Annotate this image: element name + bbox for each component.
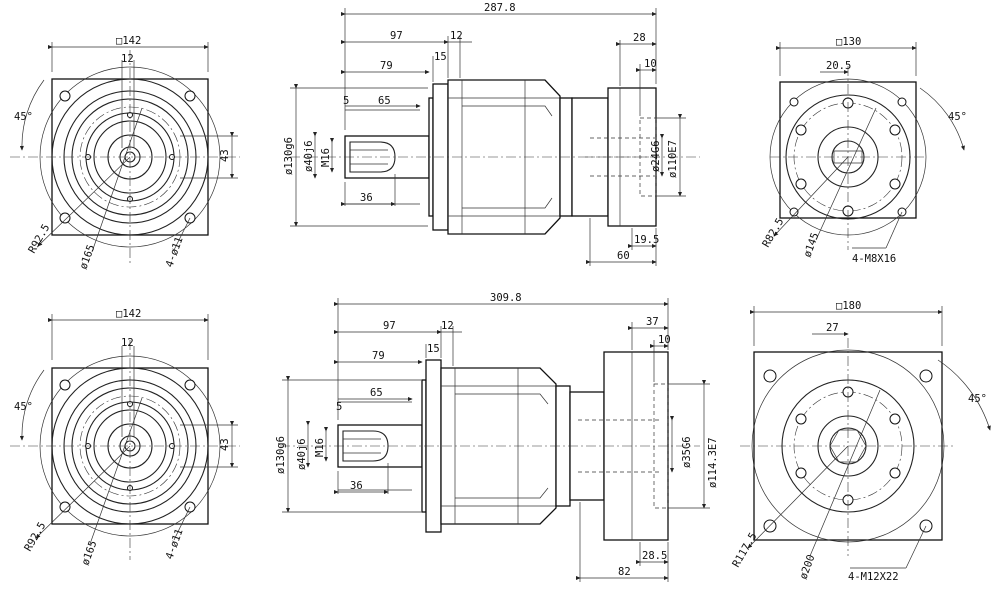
- ts-28: 28: [633, 32, 646, 44]
- bs-dia40: ø40j6: [296, 438, 308, 470]
- tr-offset: 20.5: [826, 60, 851, 72]
- bl-pcd: ø165: [80, 539, 100, 567]
- bs-10: 10: [658, 334, 671, 346]
- ts-65: 65: [378, 95, 391, 107]
- ts-36: 36: [360, 192, 373, 204]
- bs-5: 5: [336, 401, 342, 413]
- bl-key-width: 12: [121, 337, 134, 349]
- ts-thread: M16: [320, 148, 332, 167]
- top-right-flange-view: □130 20.5 45° R82.5 ø145 4-M8X16: [760, 36, 967, 265]
- bs-37: 37: [646, 316, 659, 328]
- bs-65: 65: [370, 387, 383, 399]
- bs-overall: 309.8: [490, 292, 522, 304]
- bs-15: 15: [427, 343, 440, 355]
- ts-97: 97: [390, 30, 403, 42]
- bl-radius: R92.5: [22, 520, 48, 553]
- tl-holes: 4-ø11: [164, 235, 186, 269]
- bottom-right-flange-view: □180 27 45° R117.5 ø200 4-M12X22: [730, 300, 991, 583]
- ts-dia24: ø24G6: [650, 140, 662, 172]
- ts-5: 5: [343, 95, 349, 107]
- top-left-front-view: □142 12 45° 43 R92.5 ø165 4-ø11: [10, 35, 240, 271]
- ts-10: 10: [644, 58, 657, 70]
- bl-holes: 4-ø11: [164, 527, 186, 561]
- bs-36: 36: [350, 480, 363, 492]
- bs-79: 79: [372, 350, 385, 362]
- bs-dia114: ø114.3E7: [707, 437, 719, 488]
- ts-79: 79: [380, 60, 393, 72]
- ts-60: 60: [617, 250, 630, 262]
- tl-key-width: 12: [121, 53, 134, 65]
- tl-height: 43: [219, 149, 231, 162]
- tr-holes: 4-M8X16: [852, 253, 896, 265]
- bs-dia130: ø130g6: [275, 436, 287, 474]
- ts-19-5: 19.5: [634, 234, 659, 246]
- bottom-left-front-view: □142 12 45° 43 R92.5 ø165 4-ø11: [10, 308, 240, 567]
- br-offset: 27: [826, 322, 839, 334]
- br-square: □180: [836, 300, 861, 312]
- tl-angle: 45°: [14, 111, 33, 123]
- ts-12: 12: [450, 30, 463, 42]
- ts-dia40: ø40j6: [303, 140, 315, 172]
- tr-angle: 45°: [948, 111, 967, 123]
- bottom-side-view: 309.8 97 12 79 15 5 65 36 ø130g6 ø40j6 M…: [275, 292, 719, 582]
- br-holes: 4-M12X22: [848, 571, 899, 583]
- tr-square: □130: [836, 36, 861, 48]
- bs-thread: M16: [314, 438, 326, 457]
- ts-15: 15: [434, 51, 447, 63]
- bl-height: 43: [219, 438, 231, 451]
- bs-28-5: 28.5: [642, 550, 667, 562]
- br-pcd: ø200: [798, 553, 818, 581]
- tl-square-label: □142: [116, 35, 141, 47]
- bl-square-label: □142: [116, 308, 141, 320]
- top-side-view: 287.8 97 12 79 15 5 65 36 ø130g6 ø40j6 M…: [283, 2, 700, 266]
- ts-dia110: ø110E7: [667, 140, 679, 178]
- bl-angle: 45°: [14, 401, 33, 413]
- tr-pcd: ø145: [802, 231, 822, 259]
- bs-12: 12: [441, 320, 454, 332]
- ts-overall: 287.8: [484, 2, 516, 14]
- bs-82: 82: [618, 566, 631, 578]
- tl-radius: R92.5: [26, 222, 52, 255]
- bs-97: 97: [383, 320, 396, 332]
- tr-radius: R82.5: [760, 216, 786, 249]
- tl-pcd: ø165: [78, 243, 98, 271]
- ts-dia130: ø130g6: [283, 137, 295, 175]
- br-angle: 45°: [968, 393, 987, 405]
- br-radius: R117.5: [730, 531, 759, 570]
- bs-dia35: ø35G6: [681, 436, 693, 468]
